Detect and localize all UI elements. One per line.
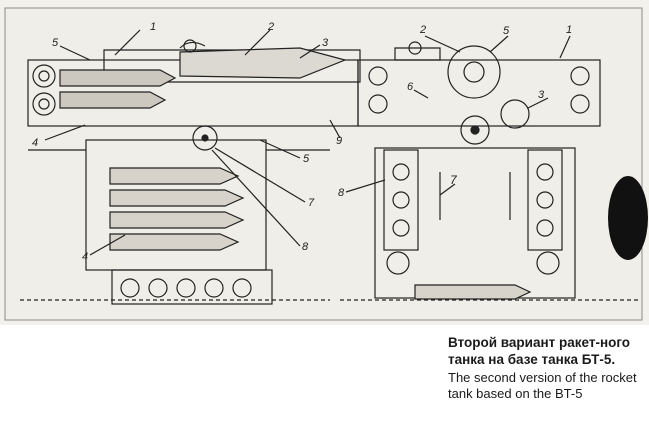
callout-left-1: 1 [150,21,156,33]
callout-right-5: 5 [503,25,510,37]
callout-right-6: 6 [407,81,414,93]
callout-left-5a: 5 [52,37,59,49]
callout-right-3: 3 [538,89,545,101]
callout-left-4b: 4 [82,251,88,263]
callout-right-1: 1 [566,24,572,36]
callout-left-4a: 4 [32,137,38,149]
left-callout-labels: 5 1 2 3 4 5 7 8 9 4 [32,21,342,263]
caption-russian: Второй вариант ракет-ного танка на базе … [448,335,631,367]
callout-right-7: 7 [450,173,458,187]
figure-caption: Второй вариант ракет-ного танка на базе … [448,334,644,402]
callout-right-2: 2 [419,24,426,36]
callout-left-9: 9 [336,135,342,147]
callout-right-8: 8 [338,187,345,199]
callout-left-2: 2 [267,21,274,33]
technical-drawing: 5 1 2 3 4 5 7 8 9 4 [0,0,649,325]
callout-left-3: 3 [322,37,329,49]
cross-section-view [340,35,640,301]
side-section-view [20,29,361,305]
caption-english: The second version of the rocket tank ba… [448,370,637,401]
right-callout-labels: 1 2 3 5 6 7 8 [338,24,572,199]
callout-left-7: 7 [308,197,315,209]
callout-left-5b: 5 [303,153,310,165]
callout-left-8: 8 [302,241,309,253]
